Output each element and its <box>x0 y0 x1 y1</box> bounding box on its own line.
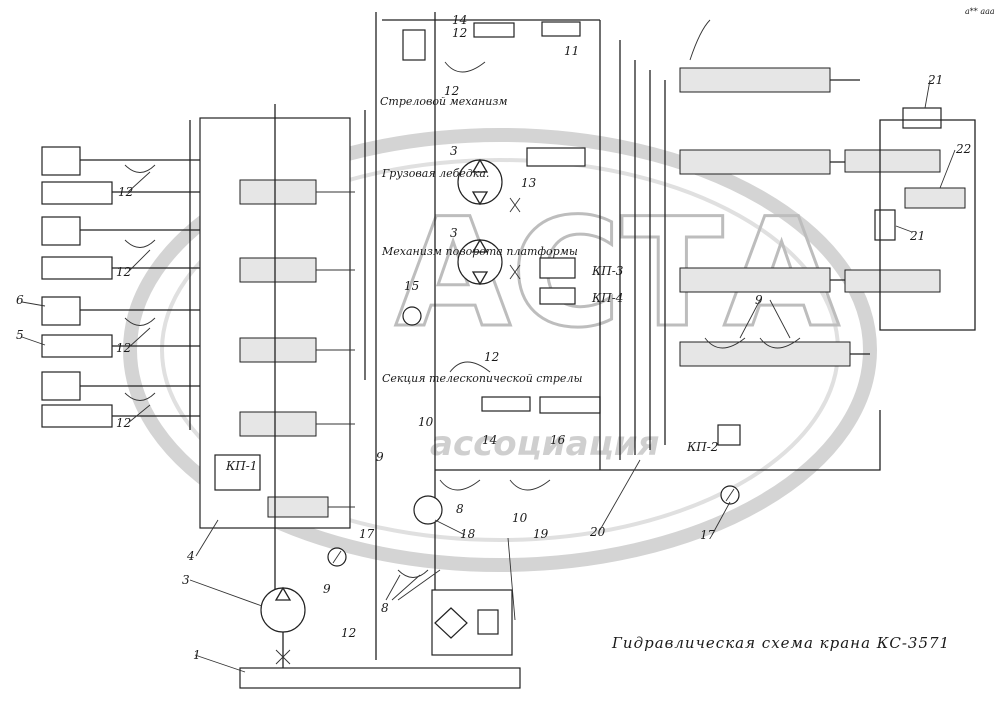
callout-6: 6 <box>16 293 24 307</box>
oil-tank <box>239 667 521 689</box>
tele-lock-14 <box>481 396 531 412</box>
cylinder-21a <box>902 107 942 129</box>
cylinder-1-body <box>41 181 113 205</box>
callout-9c: 9 <box>323 582 331 596</box>
right-distributors <box>435 19 976 505</box>
valve-5 <box>267 496 329 518</box>
callout-12a: 12 <box>452 26 467 40</box>
rvalve-4 <box>679 341 851 367</box>
left-cylinders <box>41 146 240 428</box>
boom-cylinder-11 <box>541 21 581 37</box>
callout-12b: 12 <box>444 84 459 98</box>
callouts: 12 14 11 12 12 12 12 12 6 5 3 13 3 15 КП… <box>16 13 971 662</box>
cylinder-3-body <box>41 334 113 358</box>
valve-3 <box>239 337 317 363</box>
callout-12g: 12 <box>484 350 499 364</box>
callout-21b: 21 <box>909 229 925 243</box>
callout-19: 19 <box>533 527 549 541</box>
callout-10b: 10 <box>512 511 528 525</box>
bypass-valve-19 <box>477 609 499 635</box>
watermark-assoc-text: ассоциация <box>430 424 659 464</box>
callout-18: 18 <box>460 527 476 541</box>
cylinder-1-head <box>41 146 81 176</box>
callout-16: 16 <box>550 433 566 447</box>
callout-14a: 14 <box>452 13 467 27</box>
winch-brake-13 <box>526 147 586 167</box>
callout-8a: 8 <box>456 502 464 516</box>
callout-kp2: КП-2 <box>686 440 718 454</box>
callout-12e: 12 <box>116 341 131 355</box>
rvalve-1 <box>679 67 831 93</box>
callout-20: 20 <box>589 525 606 539</box>
valve-1 <box>239 179 317 205</box>
callout-8b: 8 <box>381 601 389 615</box>
callout-3b: 3 <box>450 226 458 240</box>
leader-lines <box>21 79 956 673</box>
callout-3c: 3 <box>182 573 190 587</box>
pump-group <box>239 547 521 689</box>
callout-22: 22 <box>955 142 971 156</box>
rvalve-2 <box>679 149 831 175</box>
filter-19 <box>434 607 468 639</box>
section-labels: Стреловой механизм Грузовая лебедка. Мех… <box>380 95 582 385</box>
filter-18 <box>413 495 443 525</box>
callout-9b: 9 <box>376 450 384 464</box>
valve-4 <box>239 411 317 437</box>
callout-4: 4 <box>186 549 195 563</box>
callout-12f: 12 <box>116 416 131 430</box>
label-winch: Грузовая лебедка. <box>381 167 489 180</box>
label-boom: Стреловой механизм <box>380 95 507 108</box>
callout-kp3: КП-3 <box>591 264 624 278</box>
left-distributor <box>189 104 366 590</box>
cylinder-2-head <box>41 216 81 246</box>
relief-kp2 <box>717 424 741 446</box>
callout-17a: 17 <box>359 527 375 541</box>
cylinder-2-body <box>41 256 113 280</box>
cylinder-3-head <box>41 296 81 326</box>
tele-cylinder-16 <box>539 396 601 414</box>
rvalve-6 <box>844 269 941 293</box>
callout-13: 13 <box>521 176 537 190</box>
boom-cylinder <box>402 29 426 61</box>
rvalve-3 <box>679 267 831 293</box>
relief-kp3 <box>539 257 576 279</box>
rvalve-5 <box>844 149 941 173</box>
callout-9a: 9 <box>755 293 763 307</box>
callout-12d: 12 <box>116 265 131 279</box>
callout-14b: 14 <box>482 433 497 447</box>
callout-17b: 17 <box>700 528 716 542</box>
callout-1: 1 <box>193 648 201 662</box>
relief-kp4 <box>539 287 576 305</box>
callout-11: 11 <box>564 44 579 58</box>
label-tele: Секция телескопической стрелы <box>382 372 582 385</box>
callout-5: 5 <box>16 328 24 342</box>
callout-21a: 21 <box>927 73 943 87</box>
relief-kp1 <box>214 454 261 491</box>
watermark-ring-outer <box>123 128 877 572</box>
boom-lock-14 <box>473 22 515 38</box>
callout-kp4: КП-4 <box>591 291 623 305</box>
callout-12c: 12 <box>118 185 133 199</box>
diagram-title: Гидравлическая схема крана КС-3571 <box>611 634 950 652</box>
pressure-gauge-15 <box>402 306 422 326</box>
callout-15: 15 <box>404 279 419 293</box>
callout-3a: 3 <box>450 144 458 158</box>
cylinder-21b <box>874 209 896 241</box>
callout-12h: 12 <box>341 626 356 640</box>
label-swing: Механизм поворота платформы <box>381 245 578 258</box>
center-sections <box>375 12 601 660</box>
callout-kp1: КП-1 <box>225 459 257 473</box>
pump <box>260 587 306 633</box>
cylinder-4-body <box>41 404 113 428</box>
valve-22 <box>904 187 966 209</box>
valve-2 <box>239 257 317 283</box>
cylinder-4-head <box>41 371 81 401</box>
callout-10a: 10 <box>418 415 434 429</box>
corner-mark: а** ааа <box>965 7 995 16</box>
